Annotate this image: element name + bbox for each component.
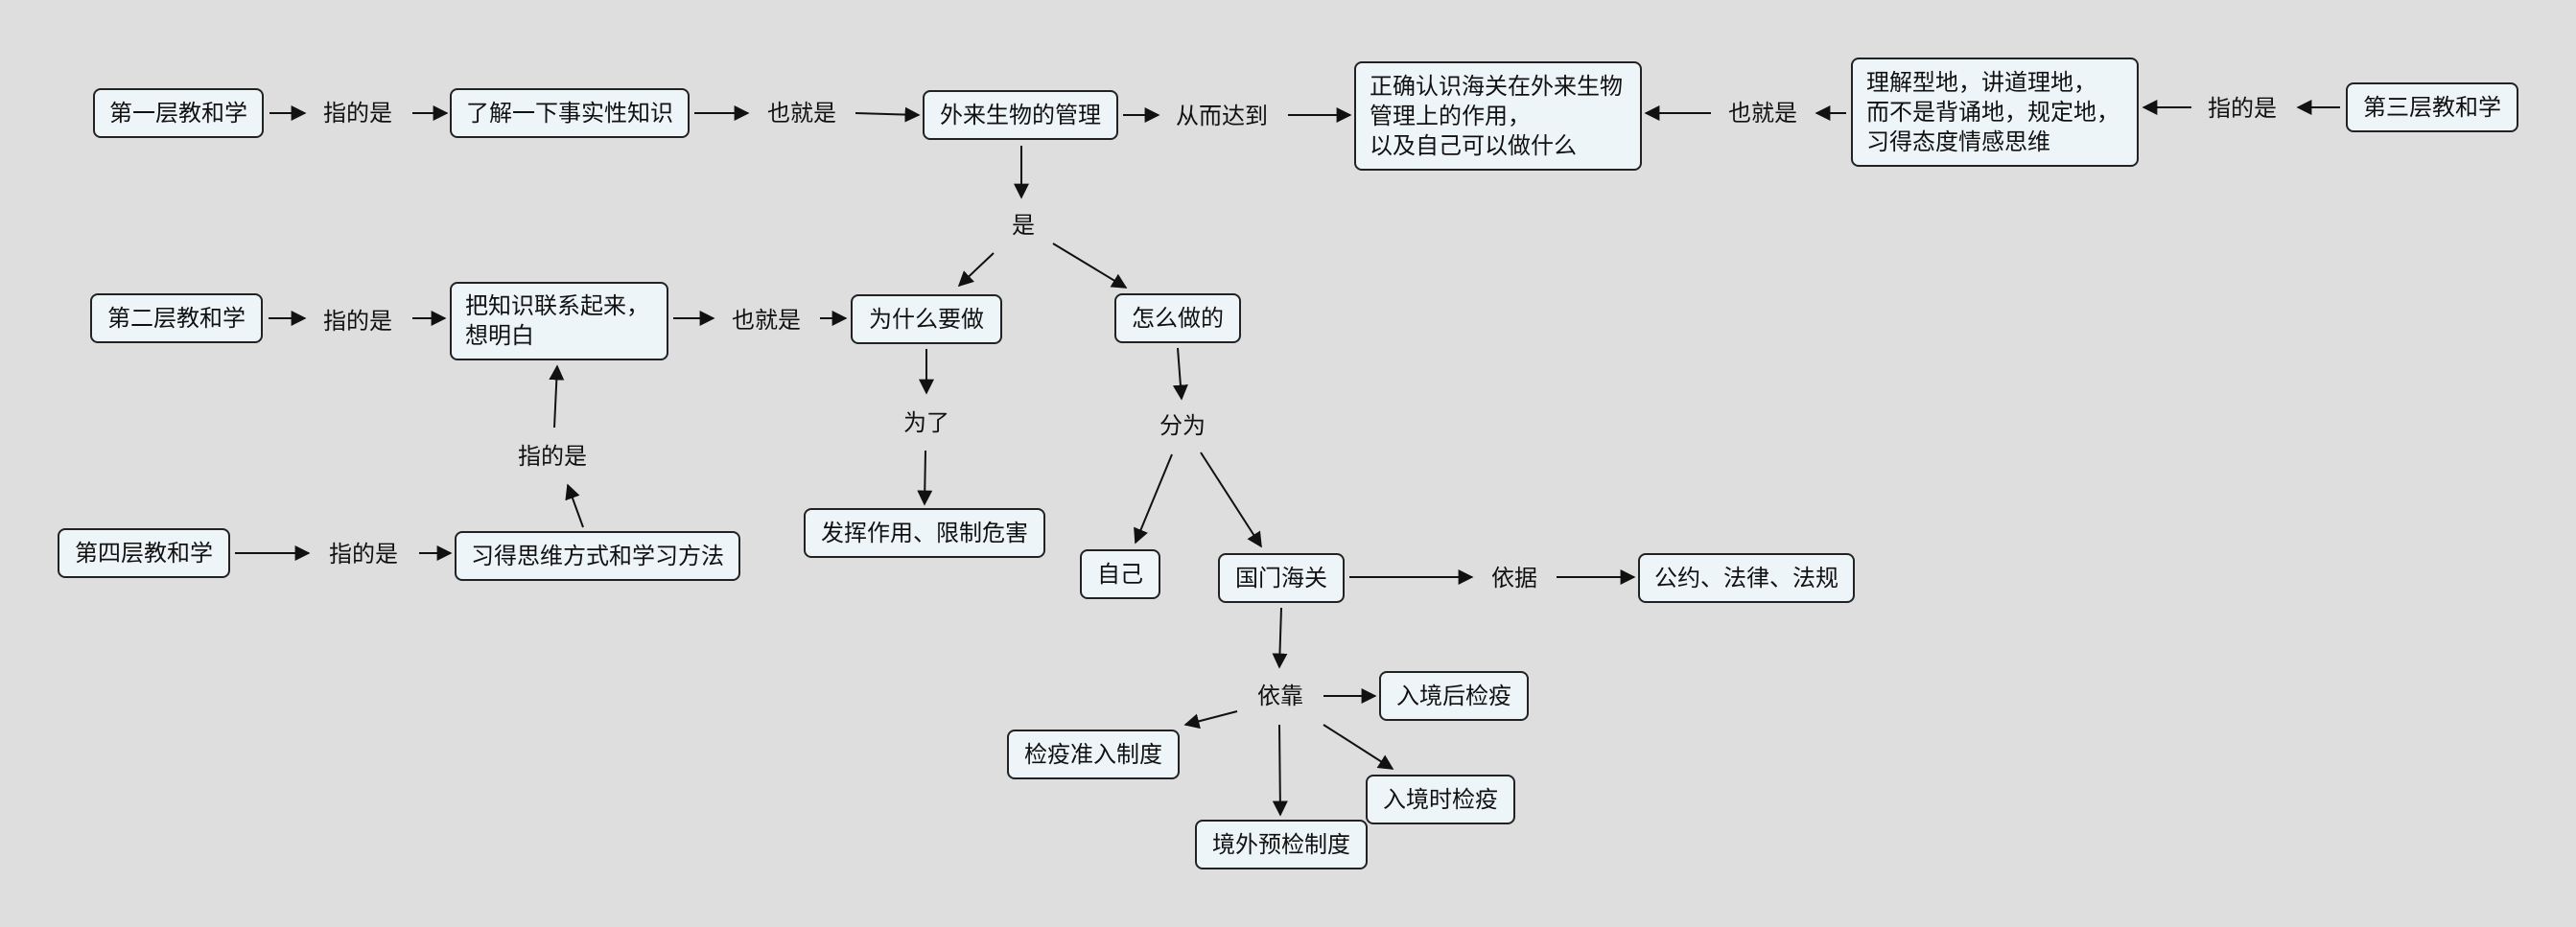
node-how-done: 怎么做的 bbox=[1114, 293, 1241, 343]
edge-n15-l14 bbox=[1272, 607, 1288, 669]
edge-n12-l11 bbox=[565, 483, 584, 528]
label-refers-to-3: 指的是 bbox=[323, 308, 392, 335]
edge-l10-n15 bbox=[1200, 452, 1262, 548]
label-is: 是 bbox=[1012, 212, 1035, 239]
node-national-customs: 国门海关 bbox=[1218, 553, 1345, 603]
node-layer-four: 第四层教和学 bbox=[58, 528, 230, 578]
label-that-is-1: 也就是 bbox=[767, 100, 836, 127]
node-factual-knowledge: 了解一下事实性知识 bbox=[450, 88, 690, 138]
label-that-is-2: 也就是 bbox=[1728, 100, 1797, 127]
label-thereby-achieve: 从而达到 bbox=[1176, 103, 1268, 129]
node-connect-knowledge: 把知识联系起来， 想明白 bbox=[450, 282, 668, 360]
edge-l6-n9 bbox=[957, 252, 995, 288]
label-based-on: 依据 bbox=[1491, 565, 1537, 591]
node-conventions-laws: 公约、法律、法规 bbox=[1638, 553, 1855, 603]
edge-l10-n14 bbox=[1134, 453, 1173, 545]
node-overseas-pre-inspection: 境外预检制度 bbox=[1195, 820, 1368, 869]
label-in-order-to: 为了 bbox=[903, 409, 949, 436]
label-refers-to-5: 指的是 bbox=[329, 541, 398, 568]
edge-l2-n3 bbox=[855, 106, 921, 123]
node-self: 自己 bbox=[1080, 549, 1160, 599]
node-why-do: 为什么要做 bbox=[851, 294, 1002, 344]
node-understanding-way: 理解型地，讲道理地， 而不是背诵地，规定地， 习得态度情感思维 bbox=[1851, 58, 2139, 167]
node-thinking-methods: 习得思维方式和学习方法 bbox=[455, 531, 740, 581]
node-layer-three: 第三层教和学 bbox=[2346, 82, 2518, 132]
label-refers-to-2: 指的是 bbox=[2208, 95, 2277, 122]
node-function-limit-harm: 发挥作用、限制危害 bbox=[804, 508, 1045, 558]
label-that-is-3: 也就是 bbox=[732, 307, 801, 334]
edge-l14-n18 bbox=[1183, 710, 1238, 730]
label-refers-to-1: 指的是 bbox=[323, 100, 392, 127]
label-refers-to-4: 指的是 bbox=[518, 443, 587, 470]
edge-l14-n20 bbox=[1272, 724, 1288, 817]
node-layer-two: 第二层教和学 bbox=[90, 293, 263, 343]
edge-n10-l10 bbox=[1172, 347, 1188, 401]
node-post-entry-quarantine: 入境后检疫 bbox=[1379, 671, 1529, 721]
node-customs-role: 正确认识海关在外来生物 管理上的作用， 以及自己可以做什么 bbox=[1354, 61, 1642, 171]
edge-l6-n10 bbox=[1052, 243, 1128, 289]
node-quarantine-access-system: 检疫准入制度 bbox=[1007, 730, 1180, 779]
node-alien-species-management: 外来生物的管理 bbox=[923, 90, 1118, 140]
node-layer-one: 第一层教和学 bbox=[93, 88, 264, 138]
label-rely-on: 依靠 bbox=[1257, 683, 1303, 709]
node-entry-quarantine: 入境时检疫 bbox=[1366, 775, 1515, 824]
edge-l11-n8 bbox=[549, 364, 565, 429]
edge-l14-n19 bbox=[1323, 724, 1394, 770]
label-divided-into: 分为 bbox=[1159, 412, 1206, 439]
